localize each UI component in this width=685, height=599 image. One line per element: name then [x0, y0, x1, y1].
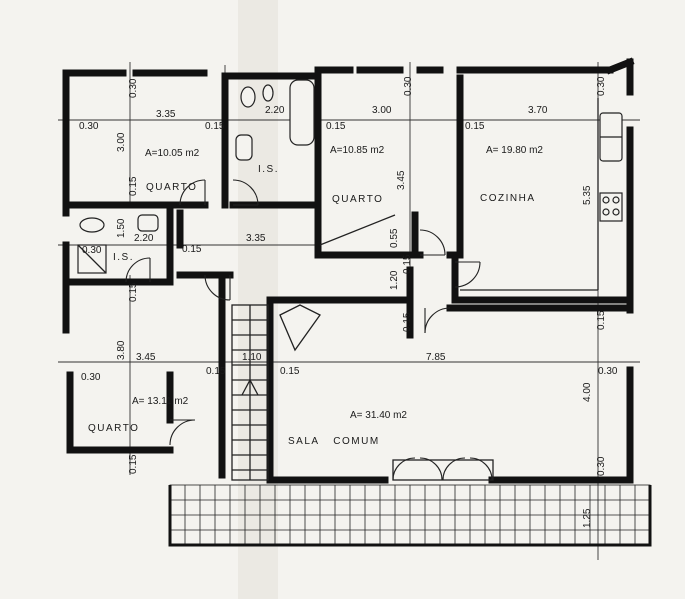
room-area-label: A= 19.80 m2: [486, 145, 543, 156]
dimension-label: 7.85: [426, 352, 446, 363]
dimension-label: 1.10: [242, 352, 262, 363]
room-name-label: QUARTO: [146, 182, 197, 193]
dimension-labels: 3.35 0.30 0.15 3.00 0.15 2.20 0.30 3.00 …: [79, 76, 618, 528]
dimension-label: 3.45: [136, 352, 156, 363]
dimension-label: 0.15: [128, 454, 139, 474]
washbasin-icon: [137, 214, 159, 232]
fixtures: [77, 79, 623, 291]
dimension-label: 1.25: [582, 508, 593, 528]
dimension-label: 0.30: [82, 245, 102, 256]
toilet-icon: [240, 86, 256, 108]
toilet-icon: [262, 84, 274, 102]
room-area-label: A=10.05 m2: [145, 148, 200, 159]
dimension-label: 0.15: [402, 312, 413, 332]
dimension-label: 0.30: [128, 78, 139, 98]
dimension-label: 0.30: [81, 372, 101, 383]
room-area-label: A= 13.11 m2: [132, 396, 189, 407]
dimension-label: 4.00: [582, 382, 593, 402]
dimension-label: 0.15: [128, 176, 139, 196]
staircase: [231, 304, 321, 481]
dimension-label: 0.15: [596, 310, 607, 330]
dimension-label: 0.30: [79, 121, 99, 132]
dimension-label: 0.15: [182, 244, 202, 255]
dimension-label: 2.20: [134, 233, 154, 244]
dimension-label: 0.15: [280, 366, 300, 377]
room-name-label: COZINHA: [480, 193, 536, 204]
dimension-label: 0.15: [402, 254, 413, 274]
room-name-label: QUARTO: [88, 423, 139, 434]
dimension-label: 3.70: [528, 105, 548, 116]
dimension-label: 0.15: [205, 121, 225, 132]
dimension-label: 0.30: [598, 366, 618, 377]
room-area-label: A=10.85 m2: [330, 145, 385, 156]
terrace: [168, 484, 652, 547]
doors: [125, 179, 494, 481]
dimension-label: 0.30: [596, 456, 607, 476]
dimension-label: 0.15: [128, 282, 139, 302]
dimension-label: 1.50: [116, 218, 127, 238]
room-name-label: I.S.: [258, 164, 279, 175]
dimension-label: 3.35: [156, 109, 176, 120]
washbasin-icon: [235, 134, 253, 161]
dimension-label: 3.35: [246, 233, 266, 244]
dimension-label: 2.20: [265, 105, 285, 116]
toilet-icon: [79, 217, 105, 233]
dimension-label: 5.35: [582, 185, 593, 205]
stove-icon: [599, 192, 623, 222]
dimension-label: 3.00: [116, 132, 127, 152]
room-name-label: I.S.: [113, 252, 134, 263]
room-labels: A=10.05 m2 QUARTO I.S. A=10.85 m2 QUARTO…: [88, 145, 543, 447]
dimension-label: 0.15: [465, 121, 485, 132]
room-area-label: A= 31.40 m2: [350, 410, 407, 421]
dimension-label: 0.15: [326, 121, 346, 132]
dimension-label: 3.45: [396, 170, 407, 190]
walls: [62, 57, 635, 484]
dimension-label: 1.20: [389, 270, 400, 290]
dimension-label: 0.30: [596, 76, 607, 96]
dimension-label: 3.80: [116, 340, 127, 360]
dimension-label: 3.00: [372, 105, 392, 116]
dimension-label: 0.15: [206, 366, 226, 377]
room-name-label: SALA COMUM: [288, 436, 380, 447]
dimension-label: 0.30: [403, 76, 414, 96]
dimension-label: 0.55: [389, 228, 400, 248]
room-name-label: QUARTO: [332, 194, 383, 205]
bathtub-icon: [289, 79, 315, 146]
